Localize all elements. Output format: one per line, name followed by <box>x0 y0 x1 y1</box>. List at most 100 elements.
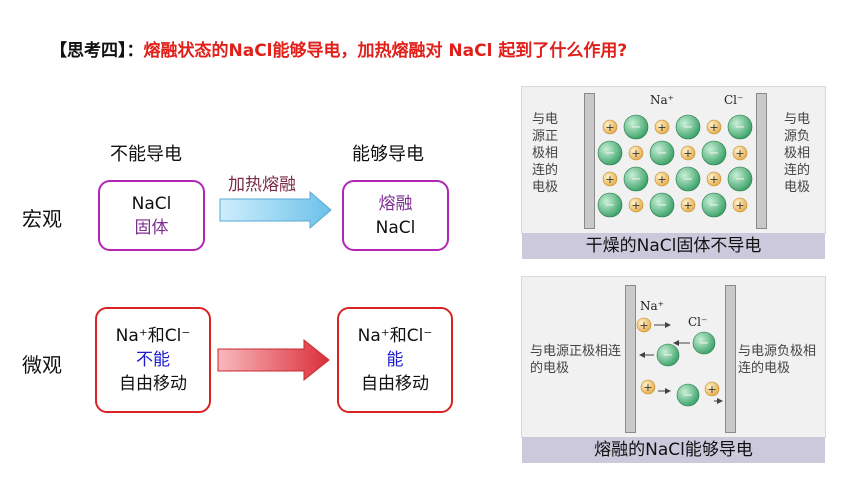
chloride-ion-icon: − <box>656 343 680 367</box>
sodium-ion-icon: + <box>640 379 656 395</box>
top-anode-plate <box>584 93 595 229</box>
chloride-ion-icon: − <box>649 140 675 166</box>
bottom-cathode-plate <box>725 285 736 433</box>
svg-text:+: + <box>631 199 640 212</box>
svg-text:−: − <box>631 120 642 135</box>
sodium-ion-icon: + <box>706 171 722 187</box>
ions-mobile-can: 能 <box>386 350 404 370</box>
sodium-ion-icon: + <box>732 145 748 161</box>
svg-text:+: + <box>631 147 640 160</box>
ions-mobile-move: 自由移动 <box>361 374 429 394</box>
top-cathode-plate <box>756 93 767 229</box>
ions-fixed-move: 自由移动 <box>119 374 187 394</box>
ions-mobile-box: Na⁺和Cl⁻ 能 自由移动 <box>337 307 453 413</box>
bottom-left-electrode-label: 与电源正极相连的电极 <box>530 344 622 376</box>
chloride-ion-icon: − <box>701 192 727 218</box>
chloride-ion-icon: − <box>701 140 727 166</box>
bottom-anode-plate <box>625 285 636 433</box>
svg-text:+: + <box>709 173 718 186</box>
svg-text:+: + <box>639 319 648 332</box>
svg-text:+: + <box>605 173 614 186</box>
bottom-cation-label: Na⁺ <box>640 299 664 313</box>
sodium-ion-icon: + <box>654 119 670 135</box>
sodium-ion-icon: + <box>704 381 720 397</box>
chloride-ion-icon: − <box>692 331 716 355</box>
svg-text:+: + <box>707 383 716 396</box>
title-question: 熔融状态的NaCl能够导电，加热熔融对 NaCl 起到了什么作用? <box>143 41 628 61</box>
solid-nacl-state: 固体 <box>134 217 169 238</box>
sodium-ion-icon: + <box>732 197 748 213</box>
chloride-ion-icon: − <box>727 166 753 192</box>
micro-arrow-icon <box>217 338 330 382</box>
arrow-label-heating: 加热熔融 <box>228 175 296 195</box>
svg-text:−: − <box>605 146 616 161</box>
heating-arrow-icon <box>219 190 332 230</box>
svg-text:−: − <box>663 348 674 363</box>
sodium-ion-icon: + <box>602 119 618 135</box>
sodium-ion-icon: + <box>706 119 722 135</box>
top-right-electrode-label: 与电源负极相连的电极 <box>784 112 811 195</box>
sodium-ion-icon: + <box>680 145 696 161</box>
chloride-ion-icon: − <box>649 192 675 218</box>
page-title: 【思考四】：熔融状态的NaCl能够导电，加热熔融对 NaCl 起到了什么作用? <box>50 36 627 61</box>
chloride-ion-icon: − <box>727 114 753 140</box>
svg-text:+: + <box>735 147 744 160</box>
chloride-ion-icon: − <box>597 192 623 218</box>
chloride-ion-icon: − <box>675 166 701 192</box>
svg-text:−: − <box>657 146 668 161</box>
svg-text:−: − <box>683 388 694 403</box>
molten-nacl-box: 熔融 NaCl <box>342 180 449 251</box>
row-label-macro: 宏观 <box>22 207 62 231</box>
svg-text:+: + <box>643 381 652 394</box>
top-caption: 干燥的NaCl固体不导电 <box>522 233 825 259</box>
top-left-electrode-label: 与电源正极相连的电极 <box>532 112 559 195</box>
svg-text:−: − <box>683 172 694 187</box>
mobile-ions: + − − + − + <box>636 317 723 407</box>
heading-conductive: 能够导电 <box>352 144 424 165</box>
top-cation-label: Na⁺ <box>650 93 674 107</box>
top-anion-label: Cl⁻ <box>724 93 744 107</box>
row-label-micro: 微观 <box>22 353 62 377</box>
svg-text:−: − <box>683 120 694 135</box>
sodium-ion-icon: + <box>602 171 618 187</box>
svg-text:+: + <box>709 121 718 134</box>
chloride-ion-icon: − <box>623 166 649 192</box>
svg-text:−: − <box>709 198 720 213</box>
ions-fixed-box: Na⁺和Cl⁻ 不能 自由移动 <box>95 307 211 413</box>
sodium-ion-icon: + <box>680 197 696 213</box>
bottom-anion-label: Cl⁻ <box>688 315 708 329</box>
svg-text:−: − <box>709 146 720 161</box>
sodium-ion-icon: + <box>628 145 644 161</box>
chloride-ion-icon: − <box>676 383 700 407</box>
ions-fixed-formula: Na⁺和Cl⁻ <box>115 326 191 346</box>
heading-not-conductive: 不能导电 <box>110 144 182 165</box>
svg-text:+: + <box>735 199 744 212</box>
svg-text:−: − <box>631 172 642 187</box>
molten-nacl-formula: NaCl <box>375 217 416 238</box>
svg-text:+: + <box>605 121 614 134</box>
bottom-caption: 熔融的NaCl能够导电 <box>522 437 825 463</box>
chloride-ion-icon: − <box>597 140 623 166</box>
svg-text:+: + <box>683 199 692 212</box>
chloride-ion-icon: − <box>623 114 649 140</box>
title-label: 【思考四】： <box>50 41 144 61</box>
sodium-ion-icon: + <box>636 317 652 333</box>
ions-fixed-cannot: 不能 <box>136 350 170 370</box>
molten-nacl-state: 熔融 <box>378 193 413 214</box>
solid-nacl-box: NaCl 固体 <box>98 180 205 251</box>
ionic-lattice: +−+−+−−+−+−++−+−+−−+−+−+ <box>597 114 753 218</box>
sodium-ion-icon: + <box>628 197 644 213</box>
bottom-right-electrode-label: 与电源负极相连的电极 <box>738 344 817 376</box>
solid-nacl-diagram: 与电源正极相连的电极 与电源负极相连的电极 Na⁺ Cl⁻ +−+−+−−+−+… <box>521 86 826 259</box>
chloride-ion-icon: − <box>675 114 701 140</box>
svg-text:+: + <box>657 121 666 134</box>
solid-nacl-formula: NaCl <box>131 193 172 214</box>
molten-nacl-diagram: 与电源正极相连的电极 与电源负极相连的电极 Na⁺ Cl⁻ + − <box>521 276 826 463</box>
ions-mobile-formula: Na⁺和Cl⁻ <box>357 326 433 346</box>
svg-text:−: − <box>735 172 746 187</box>
sodium-ion-icon: + <box>654 171 670 187</box>
svg-text:−: − <box>657 198 668 213</box>
svg-text:+: + <box>683 147 692 160</box>
svg-text:−: − <box>699 336 710 351</box>
svg-text:+: + <box>657 173 666 186</box>
